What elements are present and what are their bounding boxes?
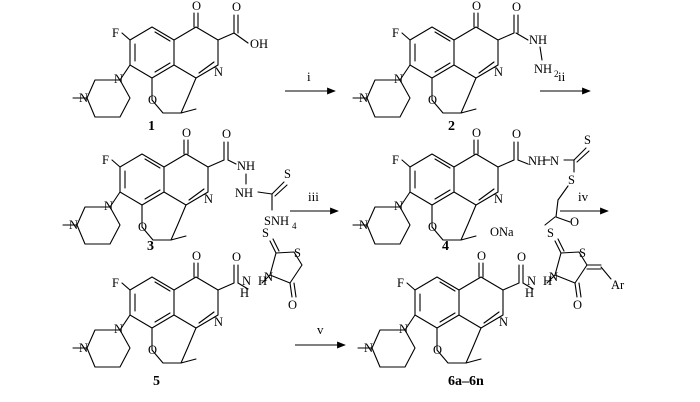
piperazine-nitrogen-4: N — [69, 218, 78, 232]
amide-n: N — [242, 274, 251, 288]
compound-2: F O O NH NH 2 N N N O — [352, 0, 559, 118]
piperazine-nitrogen-4: N — [364, 341, 373, 355]
hydrazide-nh2: NH — [534, 62, 552, 76]
acid-carbonyl-oxygen: O — [232, 0, 241, 14]
thioether-sulfur: S — [568, 173, 575, 187]
compound-1: F O O OH N N N O — [72, 0, 268, 118]
ketone-oxygen: O — [472, 0, 481, 13]
fluorine-atom: F — [102, 153, 109, 167]
amide-oxygen: O — [512, 0, 521, 14]
step-label-ii: ii — [558, 69, 566, 84]
piperazine-nitrogen-1: N — [114, 322, 123, 336]
amide-n: N — [527, 274, 536, 288]
compound-label-4: 4 — [442, 239, 449, 254]
compound-3: F O O NH NH S SNH 4 N N N O — [62, 126, 297, 245]
aryl-group: Ar — [611, 278, 625, 292]
subscript-4: 4 — [292, 221, 297, 231]
step-label-i: i — [307, 69, 311, 84]
amide-oxygen: O — [222, 127, 231, 141]
quinolone-nitrogen: N — [214, 315, 223, 329]
piperazine-nitrogen-4: N — [79, 341, 88, 355]
rhodanine-thione-sulfur: S — [262, 226, 269, 240]
amide-oxygen: O — [517, 250, 526, 264]
ketone-oxygen: O — [472, 126, 481, 140]
compound-label-6: 6a–6n — [448, 374, 484, 389]
amide-nh: H — [240, 286, 249, 300]
step-label-v: v — [317, 322, 324, 337]
piperazine-nitrogen-4: N — [79, 91, 88, 105]
hydrazine-nh-1: NH — [237, 159, 255, 173]
quinolone-nitrogen: N — [499, 315, 508, 329]
fluorine-atom: F — [397, 276, 404, 290]
oxazine-oxygen: O — [148, 343, 157, 357]
rhodanine-ring-sulfur: S — [579, 246, 586, 260]
thione-sulfur: S — [584, 133, 591, 147]
oxazine-oxygen: O — [148, 93, 157, 107]
rhodanine-nitrogen: N — [549, 270, 558, 284]
piperazine-nitrogen-1: N — [394, 72, 403, 86]
compound-6: F O O N H H N S S O Ar N N N O — [357, 226, 625, 368]
rhodanine-nitrogen: N — [264, 270, 273, 284]
amide-nh: H — [525, 286, 534, 300]
compound-label-1: 1 — [148, 119, 155, 134]
piperazine-nitrogen-1: N — [104, 199, 113, 213]
rhodanine-ring-sulfur: S — [294, 246, 301, 260]
oxazine-oxygen: O — [138, 220, 147, 234]
fluorine-atom: F — [112, 276, 119, 290]
rhodanine-n-bond-h: H — [258, 274, 267, 288]
compound-4: F O O NH N S S O ONa N N N O — [352, 126, 591, 245]
ketone-oxygen: O — [192, 249, 201, 263]
step-label-iii: iii — [308, 189, 319, 204]
hydrazine-n-2: N — [550, 154, 559, 168]
ammonium-thiolate: SNH — [264, 214, 289, 228]
compound-label-2: 2 — [448, 119, 455, 134]
sodium-carboxylate: ONa — [490, 225, 514, 239]
quinolone-nitrogen: N — [204, 192, 213, 206]
piperazine-nitrogen-1: N — [114, 72, 123, 86]
fluorine-atom: F — [392, 26, 399, 40]
quinolone-nitrogen: N — [494, 65, 503, 79]
piperazine-nitrogen-4: N — [359, 218, 368, 232]
hydrazide-nh: NH — [529, 33, 547, 47]
rhodanine-n-bond-h: H — [543, 274, 552, 288]
rhodanine-thione-sulfur: S — [547, 226, 554, 240]
hydroxyl-group: OH — [250, 37, 268, 51]
ketone-oxygen: O — [192, 0, 201, 13]
amide-oxygen: O — [512, 127, 521, 141]
step-label-iv: iv — [578, 189, 589, 204]
hydrazine-nh-2: NH — [235, 186, 253, 200]
thione-sulfur: S — [284, 167, 291, 181]
compound-label-3: 3 — [147, 239, 154, 254]
fluorine-atom: F — [112, 26, 119, 40]
oxazine-oxygen: O — [428, 220, 437, 234]
rhodanine-carbonyl-oxygen: O — [573, 298, 582, 312]
amide-oxygen: O — [232, 250, 241, 264]
oxazine-oxygen: O — [433, 343, 442, 357]
piperazine-nitrogen-4: N — [359, 91, 368, 105]
quinolone-nitrogen: N — [214, 65, 223, 79]
compound-label-5: 5 — [153, 374, 160, 389]
subscript-2: 2 — [554, 69, 559, 79]
hydrazine-nh-1: NH — [528, 154, 546, 168]
ketone-oxygen: O — [182, 126, 191, 140]
quinolone-nitrogen: N — [494, 192, 503, 206]
piperazine-nitrogen-1: N — [399, 322, 408, 336]
ketone-oxygen: O — [477, 249, 486, 263]
compound-5: F O O H N H N S S O N N N O — [72, 226, 303, 368]
oxazine-oxygen: O — [428, 93, 437, 107]
rhodanine-carbonyl-oxygen: O — [288, 298, 297, 312]
carboxylate-oxygen: O — [570, 215, 579, 229]
fluorine-atom: F — [392, 153, 399, 167]
piperazine-nitrogen-1: N — [394, 199, 403, 213]
